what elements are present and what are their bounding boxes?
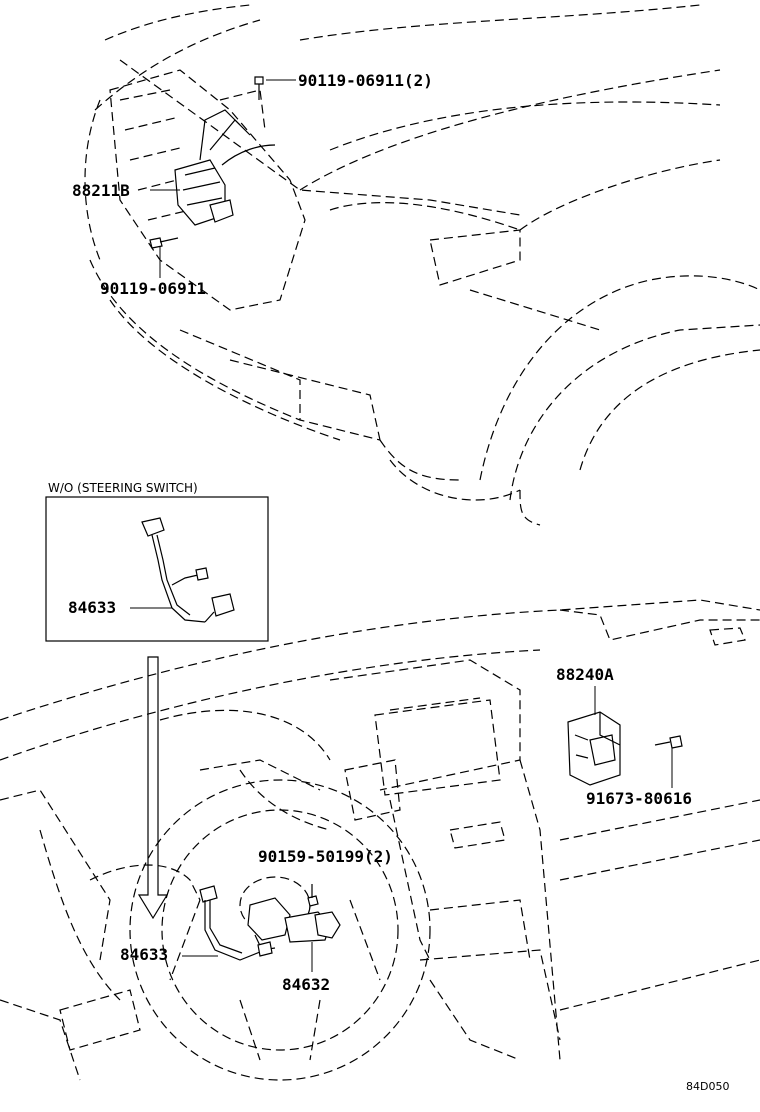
steering-switch-assembly bbox=[247, 884, 341, 951]
diagram-code: 84D050 bbox=[686, 1080, 730, 1093]
computer-unit bbox=[567, 711, 621, 786]
label-bolt-top: 90119-06911(2) bbox=[298, 71, 433, 90]
label-switch: 84632 bbox=[282, 975, 331, 994]
label-screw-switch: 90159-50199(2) bbox=[258, 847, 393, 866]
label-screw: 91673-80616 bbox=[586, 789, 692, 808]
label-sensor: 88211B bbox=[72, 181, 130, 200]
dashboard-outline bbox=[0, 599, 760, 1081]
bolt-top-icon bbox=[254, 76, 264, 100]
screw-icon bbox=[654, 735, 683, 749]
label-inset-harness: 84633 bbox=[68, 598, 117, 617]
arrow-pointer-icon bbox=[137, 656, 169, 920]
sensor-assembly bbox=[174, 89, 276, 226]
inset-caption: W/O (STEERING SWITCH) bbox=[48, 481, 198, 495]
label-harness: 84633 bbox=[120, 945, 169, 964]
steering-harness bbox=[199, 885, 273, 961]
inset-harness-drawing bbox=[141, 517, 235, 623]
vehicle-front-outline bbox=[84, 4, 760, 526]
inset-box bbox=[45, 496, 269, 642]
bolt-lower-icon bbox=[149, 237, 179, 249]
label-computer: 88240A bbox=[556, 665, 614, 684]
label-bolt-lower: 90119-06911 bbox=[100, 279, 206, 298]
